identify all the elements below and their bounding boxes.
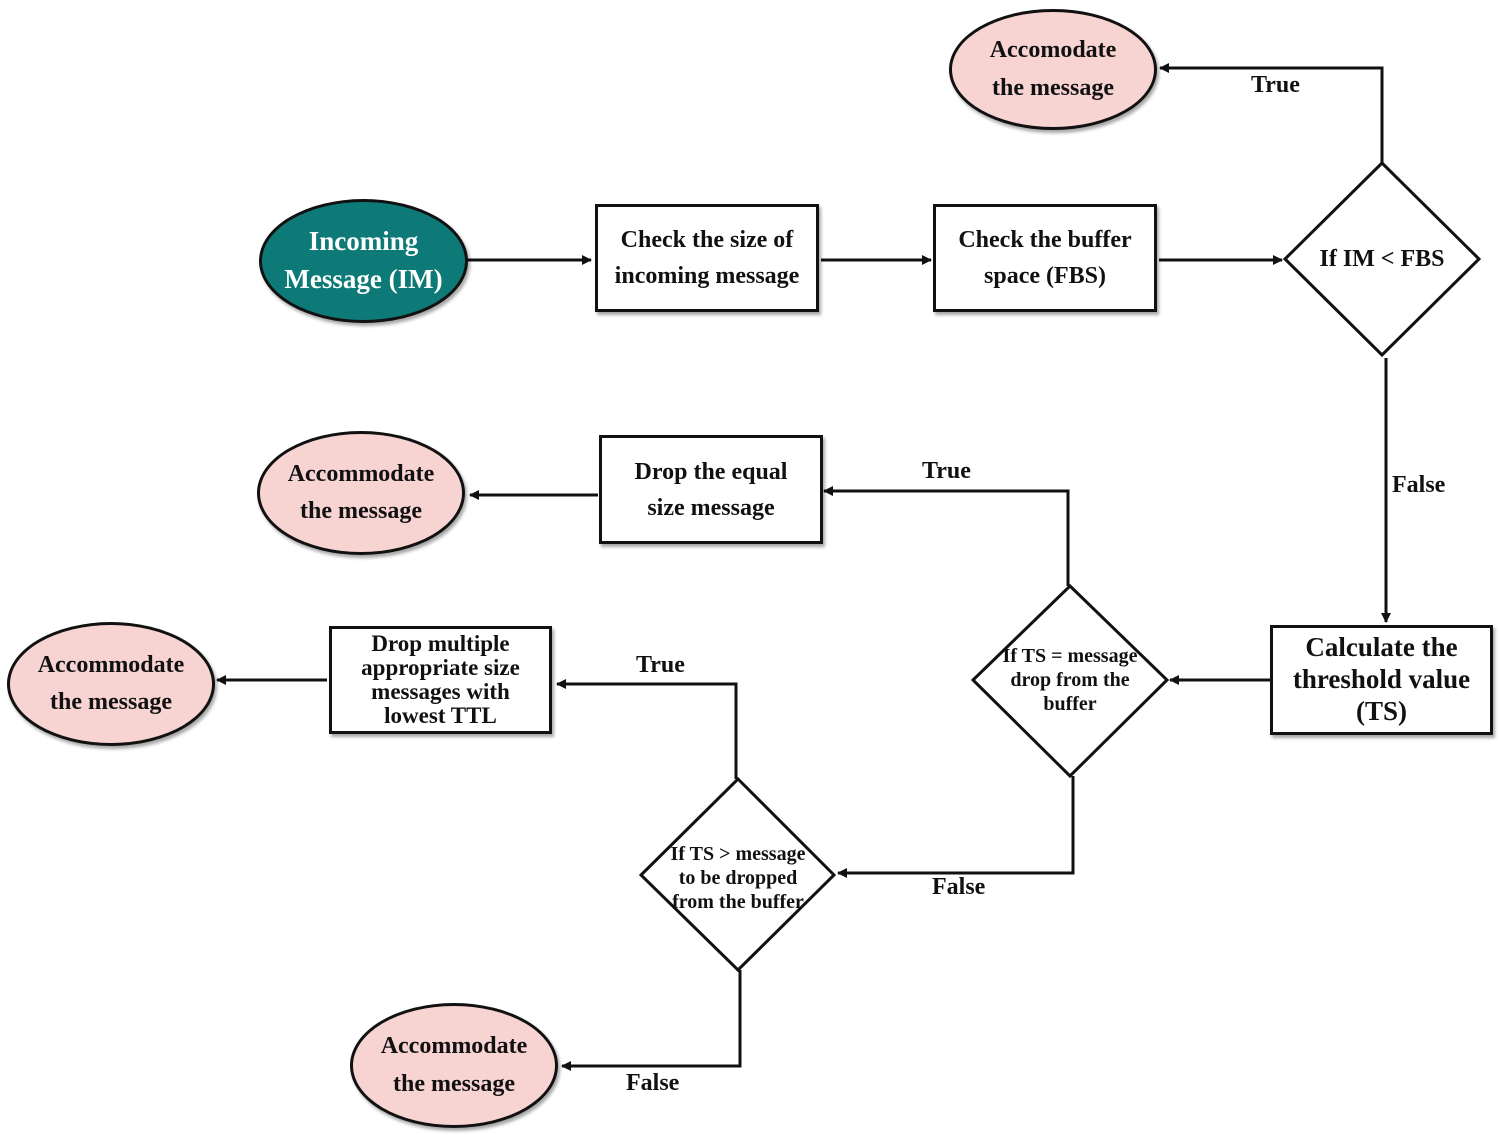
process-drop-multiple: Drop multiple appropriate size messages … [329, 626, 552, 734]
process-calculate-threshold: Calculate the threshold value (TS) [1270, 625, 1493, 735]
start-label: Incoming Message (IM) [284, 226, 443, 294]
process-drop-equal: Drop the equal size message [599, 435, 823, 544]
arrow-equal-true-to-drop-equal [823, 486, 1070, 586]
process-check-buffer-label: Check the buffer space (FBS) [958, 227, 1132, 289]
start-incoming-message: Incoming Message (IM) [259, 199, 468, 323]
terminal-accommodate-bottom-label: Accommodate the message [380, 1033, 528, 1097]
terminal-accommodate-top: Accomodate the message [949, 9, 1157, 130]
decision-ts-equal-label: If TS = message drop from the buffer [1002, 645, 1138, 715]
process-drop-equal-label: Drop the equal size message [634, 458, 788, 521]
arrow-greater-true-to-drop-multiple [556, 679, 738, 779]
process-drop-multiple-label: Drop multiple appropriate size messages … [361, 630, 520, 729]
terminal-accommodate-bottom: Accommodate the message [350, 1003, 558, 1128]
arrow-greater-false-to-accommodate-bottom [561, 970, 742, 1071]
decision-diamond-ts-greater [638, 776, 837, 973]
terminal-accommodate-multiple-label: Accommodate the message [37, 651, 185, 715]
terminal-accommodate-equal-label: Accommodate the message [287, 460, 435, 524]
edge-label-equal-false: False [932, 874, 986, 900]
edge-label-greater-true: True [636, 652, 685, 678]
process-check-size: Check the size of incoming message [595, 204, 819, 312]
decision-diamond-ts-equal [970, 583, 1170, 779]
arrow-decision-true-to-accommodate-top [1159, 63, 1384, 163]
process-calculate-threshold-label: Calculate the threshold value (TS) [1292, 632, 1471, 726]
terminal-accommodate-top-label: Accomodate the message [989, 37, 1117, 101]
edge-label-greater-false: False [626, 1070, 680, 1096]
edge-label-fbs-true: True [1251, 72, 1300, 98]
edge-label-fbs-false: False [1392, 472, 1446, 498]
terminal-accommodate-multiple: Accommodate the message [7, 622, 215, 746]
decision-im-fbs-label: If IM < FBS [1319, 245, 1445, 272]
process-check-buffer: Check the buffer space (FBS) [933, 204, 1157, 312]
decision-ts-greater-label: If TS > message to be dropped from the b… [670, 842, 806, 913]
process-check-size-label: Check the size of incoming message [614, 227, 800, 289]
arrow-equal-false-to-greater-decision [837, 776, 1075, 878]
edge-label-equal-true: True [922, 458, 971, 484]
terminal-accommodate-equal: Accommodate the message [257, 431, 465, 555]
decision-diamond-im-fbs [1282, 160, 1482, 358]
